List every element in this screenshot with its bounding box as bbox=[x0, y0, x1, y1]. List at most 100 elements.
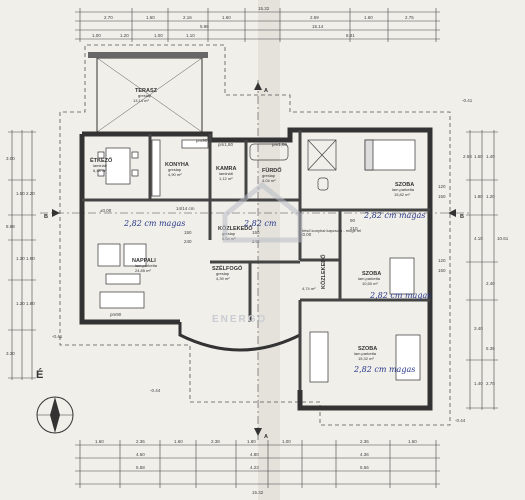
right-dim: 1.20 bbox=[486, 194, 495, 199]
handwritten-note: 2,82 cm bbox=[243, 219, 277, 228]
bed bbox=[364, 139, 416, 171]
top-dim: 1.60 bbox=[222, 15, 231, 20]
right-dim: 4.10 bbox=[474, 236, 483, 241]
room-floor: laminált bbox=[93, 163, 108, 168]
opening-width: 120 bbox=[438, 258, 446, 263]
top-dim: 1.00 bbox=[92, 33, 101, 38]
bottom-dim: 1.60 bbox=[408, 439, 417, 444]
right-dimension-chains bbox=[466, 130, 498, 410]
room-area: 4,90 m² bbox=[168, 172, 182, 177]
room-area: 13,14 m² bbox=[133, 98, 149, 103]
left-dim: 1.20 bbox=[16, 301, 25, 306]
handwritten-note: 2,82 cm magas bbox=[353, 365, 415, 374]
north-arrow-icon bbox=[36, 396, 74, 434]
top-dim: 15.14 bbox=[312, 24, 324, 29]
level-marker: ±0.00 bbox=[100, 208, 112, 213]
top-dim: 1.00 bbox=[154, 33, 163, 38]
room-floor: greslap bbox=[138, 93, 152, 98]
right-dim: 2.70 bbox=[486, 381, 495, 386]
opening-width: 150 bbox=[252, 230, 260, 235]
top-total-dim: 15.32 bbox=[258, 6, 270, 11]
bed bbox=[309, 331, 421, 383]
top-dim: 2.75 bbox=[405, 15, 414, 20]
bay-window bbox=[178, 322, 302, 352]
opening-width: 90 bbox=[350, 218, 356, 223]
room-floor: lam.parketta bbox=[135, 263, 158, 268]
watermark-logo bbox=[222, 181, 303, 243]
room-floor: lam.parketta bbox=[354, 351, 377, 356]
window-sill: pm90 bbox=[196, 138, 208, 143]
level-marker: -0.44 bbox=[150, 388, 161, 393]
room-area: 4,74 m² bbox=[302, 286, 316, 291]
left-dim: 2.20 bbox=[26, 191, 35, 196]
room-area: 24,85 m² bbox=[135, 268, 151, 273]
section-label: B bbox=[460, 214, 464, 220]
right-dim: 1.80 bbox=[474, 194, 483, 199]
left-dim: 3.00 bbox=[6, 156, 15, 161]
window-sill: pm1,80 bbox=[218, 142, 234, 147]
living-furniture bbox=[97, 243, 147, 309]
room-floor: lam.parketta bbox=[358, 276, 381, 281]
opening-width: 120 bbox=[438, 184, 446, 189]
section-line-b bbox=[40, 209, 470, 217]
left-dim: 1.50 bbox=[16, 191, 25, 196]
room-area: 6,48 m² bbox=[93, 168, 107, 173]
room-name: KÖZLEKEDŐ bbox=[218, 225, 253, 232]
left-dim: 1.80 bbox=[26, 301, 35, 306]
room-area: 4,04 m² bbox=[262, 178, 276, 183]
kitchen-counter bbox=[151, 139, 209, 197]
bottom-dim: 1.60 bbox=[95, 439, 104, 444]
watermark-text: ENERGO bbox=[212, 314, 267, 325]
top-dim: 2.16 bbox=[183, 15, 192, 20]
handwritten-note: 2,82 cm magas bbox=[363, 211, 425, 220]
room-floor: laminált bbox=[219, 171, 234, 176]
room-area: 4,39 m² bbox=[216, 276, 230, 281]
room-floor: lam.parketta bbox=[392, 187, 415, 192]
top-dim: 1.60 bbox=[146, 15, 155, 20]
room-name: SZOBA bbox=[358, 346, 377, 352]
ceiling-note: felső konyhai kapcsoló - mögé fel bbox=[302, 228, 361, 233]
section-label: A bbox=[264, 434, 268, 440]
room-name: NAPPALI bbox=[132, 258, 156, 264]
right-dim: 3.40 bbox=[474, 326, 483, 331]
left-dim: 1.90 bbox=[26, 256, 35, 261]
room-name: TERASZ bbox=[135, 88, 158, 94]
opening-height: 210 bbox=[350, 226, 358, 231]
room-floor: greslap bbox=[222, 231, 236, 236]
room-name: FÜRDŐ bbox=[262, 167, 282, 174]
window-sill: pm1,80 bbox=[272, 142, 288, 147]
top-dimension-chains bbox=[75, 8, 440, 42]
bottom-dim: 2.36 bbox=[136, 439, 145, 444]
left-dimension-chains bbox=[8, 130, 36, 380]
bottom-dim: 5.58 bbox=[136, 465, 145, 470]
bathroom-fixtures bbox=[249, 139, 337, 191]
left-dim: 3.30 bbox=[6, 351, 15, 356]
level-marker: -0.44 bbox=[455, 418, 466, 423]
right-dim: 1.40 bbox=[486, 154, 495, 159]
room-name: KAMRA bbox=[216, 166, 236, 172]
bottom-dimension-chains bbox=[75, 440, 440, 488]
room-name: KONYHA bbox=[165, 162, 189, 168]
room-area: 15,32 m² bbox=[358, 356, 374, 361]
dining-table bbox=[97, 147, 139, 185]
top-dim: 2.70 bbox=[104, 15, 113, 20]
bottom-dim: 4.23 bbox=[250, 465, 259, 470]
top-dim: 1.10 bbox=[186, 33, 195, 38]
room-area: 10,50 m² bbox=[362, 281, 378, 286]
top-dim: 1.60 bbox=[364, 15, 373, 20]
room-area: 1,12 m² bbox=[219, 176, 233, 181]
right-dim: 5.35 bbox=[486, 346, 495, 351]
room-name: ÉTKEZŐ bbox=[90, 156, 113, 164]
bottom-dim: 2.38 bbox=[211, 439, 220, 444]
right-dim: 2.40 bbox=[486, 281, 495, 286]
bottom-dim: 2.36 bbox=[360, 439, 369, 444]
window-sill: pm90 bbox=[110, 312, 122, 317]
top-dim: 5.96 bbox=[200, 24, 209, 29]
top-dim: 8.81 bbox=[346, 33, 355, 38]
right-dim: 1.40 bbox=[474, 381, 483, 386]
bottom-dim: 1.60 bbox=[174, 439, 183, 444]
bottom-total-dim: 15.32 bbox=[252, 490, 264, 495]
opening-width: 150 bbox=[438, 268, 446, 273]
room-floor: greslap bbox=[168, 167, 182, 172]
